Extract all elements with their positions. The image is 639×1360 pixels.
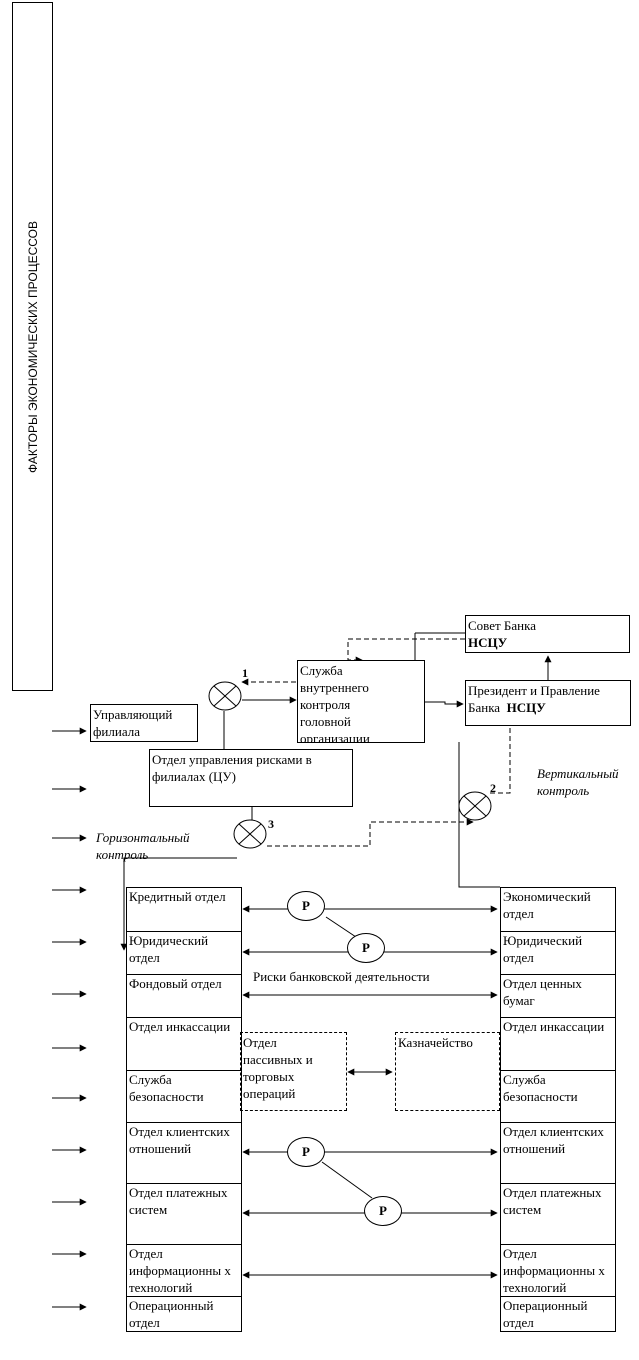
right-dept-5: Служба безопасности <box>500 1070 616 1123</box>
left-dept-5: Служба безопасности <box>126 1070 242 1123</box>
bank-council-line2: НСЦУ <box>468 635 508 650</box>
president-line2a: Банка <box>468 700 501 715</box>
right-dept-label: Отдел клиентских отношений <box>503 1124 604 1156</box>
president-board-box: Президент и Правление Банка НСЦУ <box>465 680 631 726</box>
left-dept-label: Кредитный отдел <box>129 889 226 904</box>
president-line1: Президент и Правление <box>468 683 600 698</box>
right-dept-9: Операционный отдел <box>500 1296 616 1332</box>
right-dept-7: Отдел платежных систем <box>500 1183 616 1245</box>
right-dept-label: Отдел ценных бумаг <box>503 976 582 1008</box>
left-dept-3: Фондовый отдел <box>126 974 242 1018</box>
left-dept-6: Отдел клиентских отношений <box>126 1122 242 1184</box>
left-dept-4: Отдел инкассации <box>126 1017 242 1071</box>
right-dept-label: Служба безопасности <box>503 1072 578 1104</box>
left-dept-7: Отдел платежных систем <box>126 1183 242 1245</box>
bank-council-box: Совет Банка НСЦУ <box>465 615 630 653</box>
right-dept-label: Отдел информационны х технологий <box>503 1246 605 1295</box>
right-dept-4: Отдел инкассации <box>500 1017 616 1071</box>
risk-dept-text: Отдел управления рисками в филиалах (ЦУ) <box>152 752 312 784</box>
left-dept-label: Фондовый отдел <box>129 976 222 991</box>
left-dept-1: Кредитный отдел <box>126 887 242 932</box>
bank-council-line1: Совет Банка <box>468 618 537 633</box>
left-dept-label: Юридический отдел <box>129 933 209 965</box>
marker-1: 1 <box>242 666 248 680</box>
passive-ops-text: Отдел пассивных и торговых операций <box>243 1035 313 1101</box>
risk-node-p: Р <box>364 1196 402 1226</box>
horizontal-control-label: Горизонтальный контроль <box>96 830 190 862</box>
right-dept-1: Экономический отдел <box>500 887 616 932</box>
right-dept-6: Отдел клиентских отношений <box>500 1122 616 1184</box>
risk-dept-box: Отдел управления рисками в филиалах (ЦУ) <box>149 749 353 807</box>
left-dept-label: Отдел платежных систем <box>129 1185 228 1217</box>
marker-3: 3 <box>268 817 274 831</box>
factors-banner: ФАКТОРЫ ЭКОНОМИЧЕСКИХ ПРОЦЕССОВ <box>12 2 53 691</box>
left-dept-label: Служба безопасности <box>129 1072 204 1104</box>
factors-banner-text: ФАКТОРЫ ЭКОНОМИЧЕСКИХ ПРОЦЕССОВ <box>25 220 40 473</box>
left-dept-label: Отдел инкассации <box>129 1019 231 1034</box>
right-dept-label: Отдел инкассации <box>503 1019 605 1034</box>
internal-control-box: Служба внутреннего контроля головной орг… <box>297 660 425 743</box>
president-line2b: НСЦУ <box>506 700 546 715</box>
internal-control-text: Служба внутреннего контроля головной орг… <box>300 663 370 743</box>
right-dept-label: Юридический отдел <box>503 933 583 965</box>
branch-manager-box: Управляющий филиала <box>90 704 198 742</box>
risk-node-p: Р <box>347 933 385 963</box>
left-dept-8: Отдел информационны х технологий <box>126 1244 242 1297</box>
right-dept-label: Операционный отдел <box>503 1298 588 1330</box>
passive-ops-box: Отдел пассивных и торговых операций <box>240 1032 347 1111</box>
treasury-text: Казначейство <box>398 1035 473 1050</box>
left-dept-label: Отдел информационны х технологий <box>129 1246 231 1295</box>
left-dept-label: Операционный отдел <box>129 1298 214 1330</box>
vertical-control-label: Вертикальный контроль <box>537 766 619 798</box>
right-dept-2: Юридический отдел <box>500 931 616 975</box>
risk-node-p: Р <box>287 891 325 921</box>
left-dept-label: Отдел клиентских отношений <box>129 1124 230 1156</box>
right-dept-8: Отдел информационны х технологий <box>500 1244 616 1297</box>
marker-2: 2 <box>490 781 496 795</box>
left-dept-9: Операционный отдел <box>126 1296 242 1332</box>
right-dept-label: Отдел платежных систем <box>503 1185 602 1217</box>
right-dept-label: Экономический отдел <box>503 889 591 921</box>
left-dept-2: Юридический отдел <box>126 931 242 975</box>
branch-manager-text: Управляющий филиала <box>93 707 173 739</box>
right-dept-3: Отдел ценных бумаг <box>500 974 616 1018</box>
risk-node-p: Р <box>287 1137 325 1167</box>
treasury-box: Казначейство <box>395 1032 500 1111</box>
risk-label: Риски банковской деятельности <box>253 969 430 984</box>
